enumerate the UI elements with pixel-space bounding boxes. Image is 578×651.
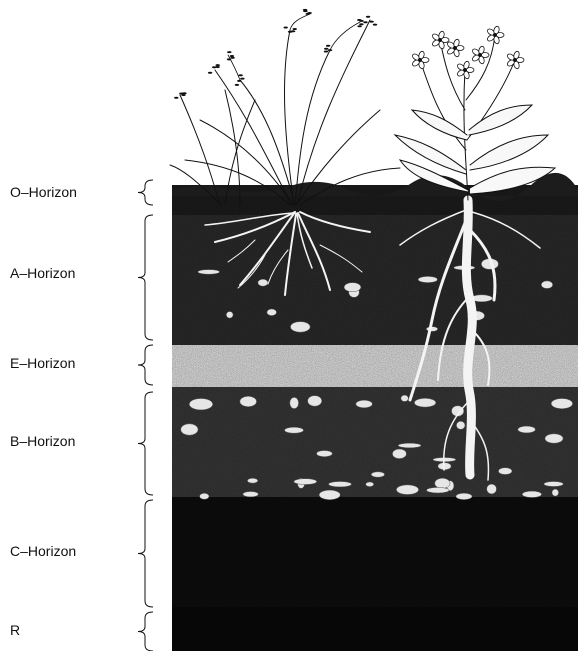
horizon-label-e: E–Horizon <box>10 356 75 370</box>
stone <box>414 398 435 407</box>
flower-icon <box>456 61 474 80</box>
stone <box>541 281 552 289</box>
stone <box>258 279 268 286</box>
flower-icon <box>411 51 429 70</box>
grass-seed <box>284 27 288 29</box>
stone <box>356 400 373 408</box>
horizon-brace <box>138 215 153 340</box>
grass-seed <box>363 21 367 23</box>
grass-seed <box>326 45 330 47</box>
flowers <box>411 26 524 80</box>
horizon-brace <box>138 180 153 205</box>
grass-seed <box>212 66 216 68</box>
soil-layers <box>172 173 578 651</box>
stone <box>243 492 258 497</box>
grass-seed <box>328 49 332 51</box>
horizon-braces <box>138 180 153 651</box>
grass-seed <box>240 78 244 80</box>
stone <box>240 396 257 406</box>
grass-seed <box>293 28 297 30</box>
stone <box>426 327 437 332</box>
stone <box>398 443 421 448</box>
grass-seed-heads <box>174 9 377 99</box>
stone <box>418 276 437 282</box>
grass-seed <box>369 21 373 23</box>
stone <box>290 397 299 408</box>
grass-seed <box>238 74 242 76</box>
grass-seed <box>230 57 234 59</box>
stone <box>551 399 572 409</box>
horizon-label-o: O–Horizon <box>10 185 77 199</box>
grass-seed <box>303 10 307 12</box>
stone <box>518 426 536 433</box>
horizon-brace <box>138 392 153 495</box>
stone <box>392 449 406 459</box>
stone <box>545 434 563 443</box>
stone <box>285 427 304 433</box>
stone <box>189 399 212 410</box>
grass-seed <box>235 84 239 86</box>
stone <box>456 421 465 429</box>
horizon-brace <box>138 345 153 385</box>
grass-seed <box>230 55 234 57</box>
stone <box>487 484 497 494</box>
grass-seed <box>373 24 377 26</box>
stone <box>198 270 220 275</box>
horizon-label-a: A–Horizon <box>10 266 75 280</box>
stone <box>435 478 450 488</box>
grass-seed <box>359 20 363 22</box>
stone <box>366 482 374 487</box>
horizon-label-c: C–Horizon <box>10 544 76 558</box>
grass-seed <box>324 48 328 50</box>
stone <box>344 283 361 292</box>
stone <box>552 489 559 496</box>
flower-icon <box>471 46 489 65</box>
horizon-brace <box>138 612 153 651</box>
stone <box>396 485 418 495</box>
grass-seed <box>208 72 212 74</box>
grass-seed <box>306 13 310 15</box>
grass-seed <box>182 92 186 94</box>
grass-seed <box>237 80 241 82</box>
stone <box>522 491 541 497</box>
grass-seed <box>366 16 370 18</box>
stone <box>319 490 340 500</box>
flower-icon <box>431 31 449 50</box>
grass-seed <box>216 64 220 66</box>
stone <box>427 487 449 493</box>
stone <box>247 478 257 483</box>
flower-icon <box>506 51 524 70</box>
grass-seed <box>227 51 231 53</box>
grass-seed <box>227 58 231 60</box>
stone <box>544 482 563 487</box>
grass-plant-icon <box>170 14 400 205</box>
stone <box>267 309 277 316</box>
stone <box>456 493 472 499</box>
stone <box>329 482 352 487</box>
stone <box>294 479 317 485</box>
stone <box>401 395 408 401</box>
stone <box>200 493 209 499</box>
stone <box>498 468 512 475</box>
stone <box>181 424 198 435</box>
horizon-label-b: B–Horizon <box>10 434 75 448</box>
stone <box>317 451 333 457</box>
flower-icon <box>486 26 504 45</box>
grass-seed <box>174 97 178 99</box>
horizon-label-r: R <box>10 623 20 637</box>
horizon-brace <box>138 500 153 607</box>
stone <box>308 396 322 407</box>
grass-seed <box>324 51 328 53</box>
stone <box>371 472 384 477</box>
grass-seed <box>288 31 292 33</box>
grass-seed <box>357 25 361 27</box>
stone <box>226 312 233 319</box>
stone <box>290 322 310 333</box>
grass-seed <box>359 23 363 25</box>
